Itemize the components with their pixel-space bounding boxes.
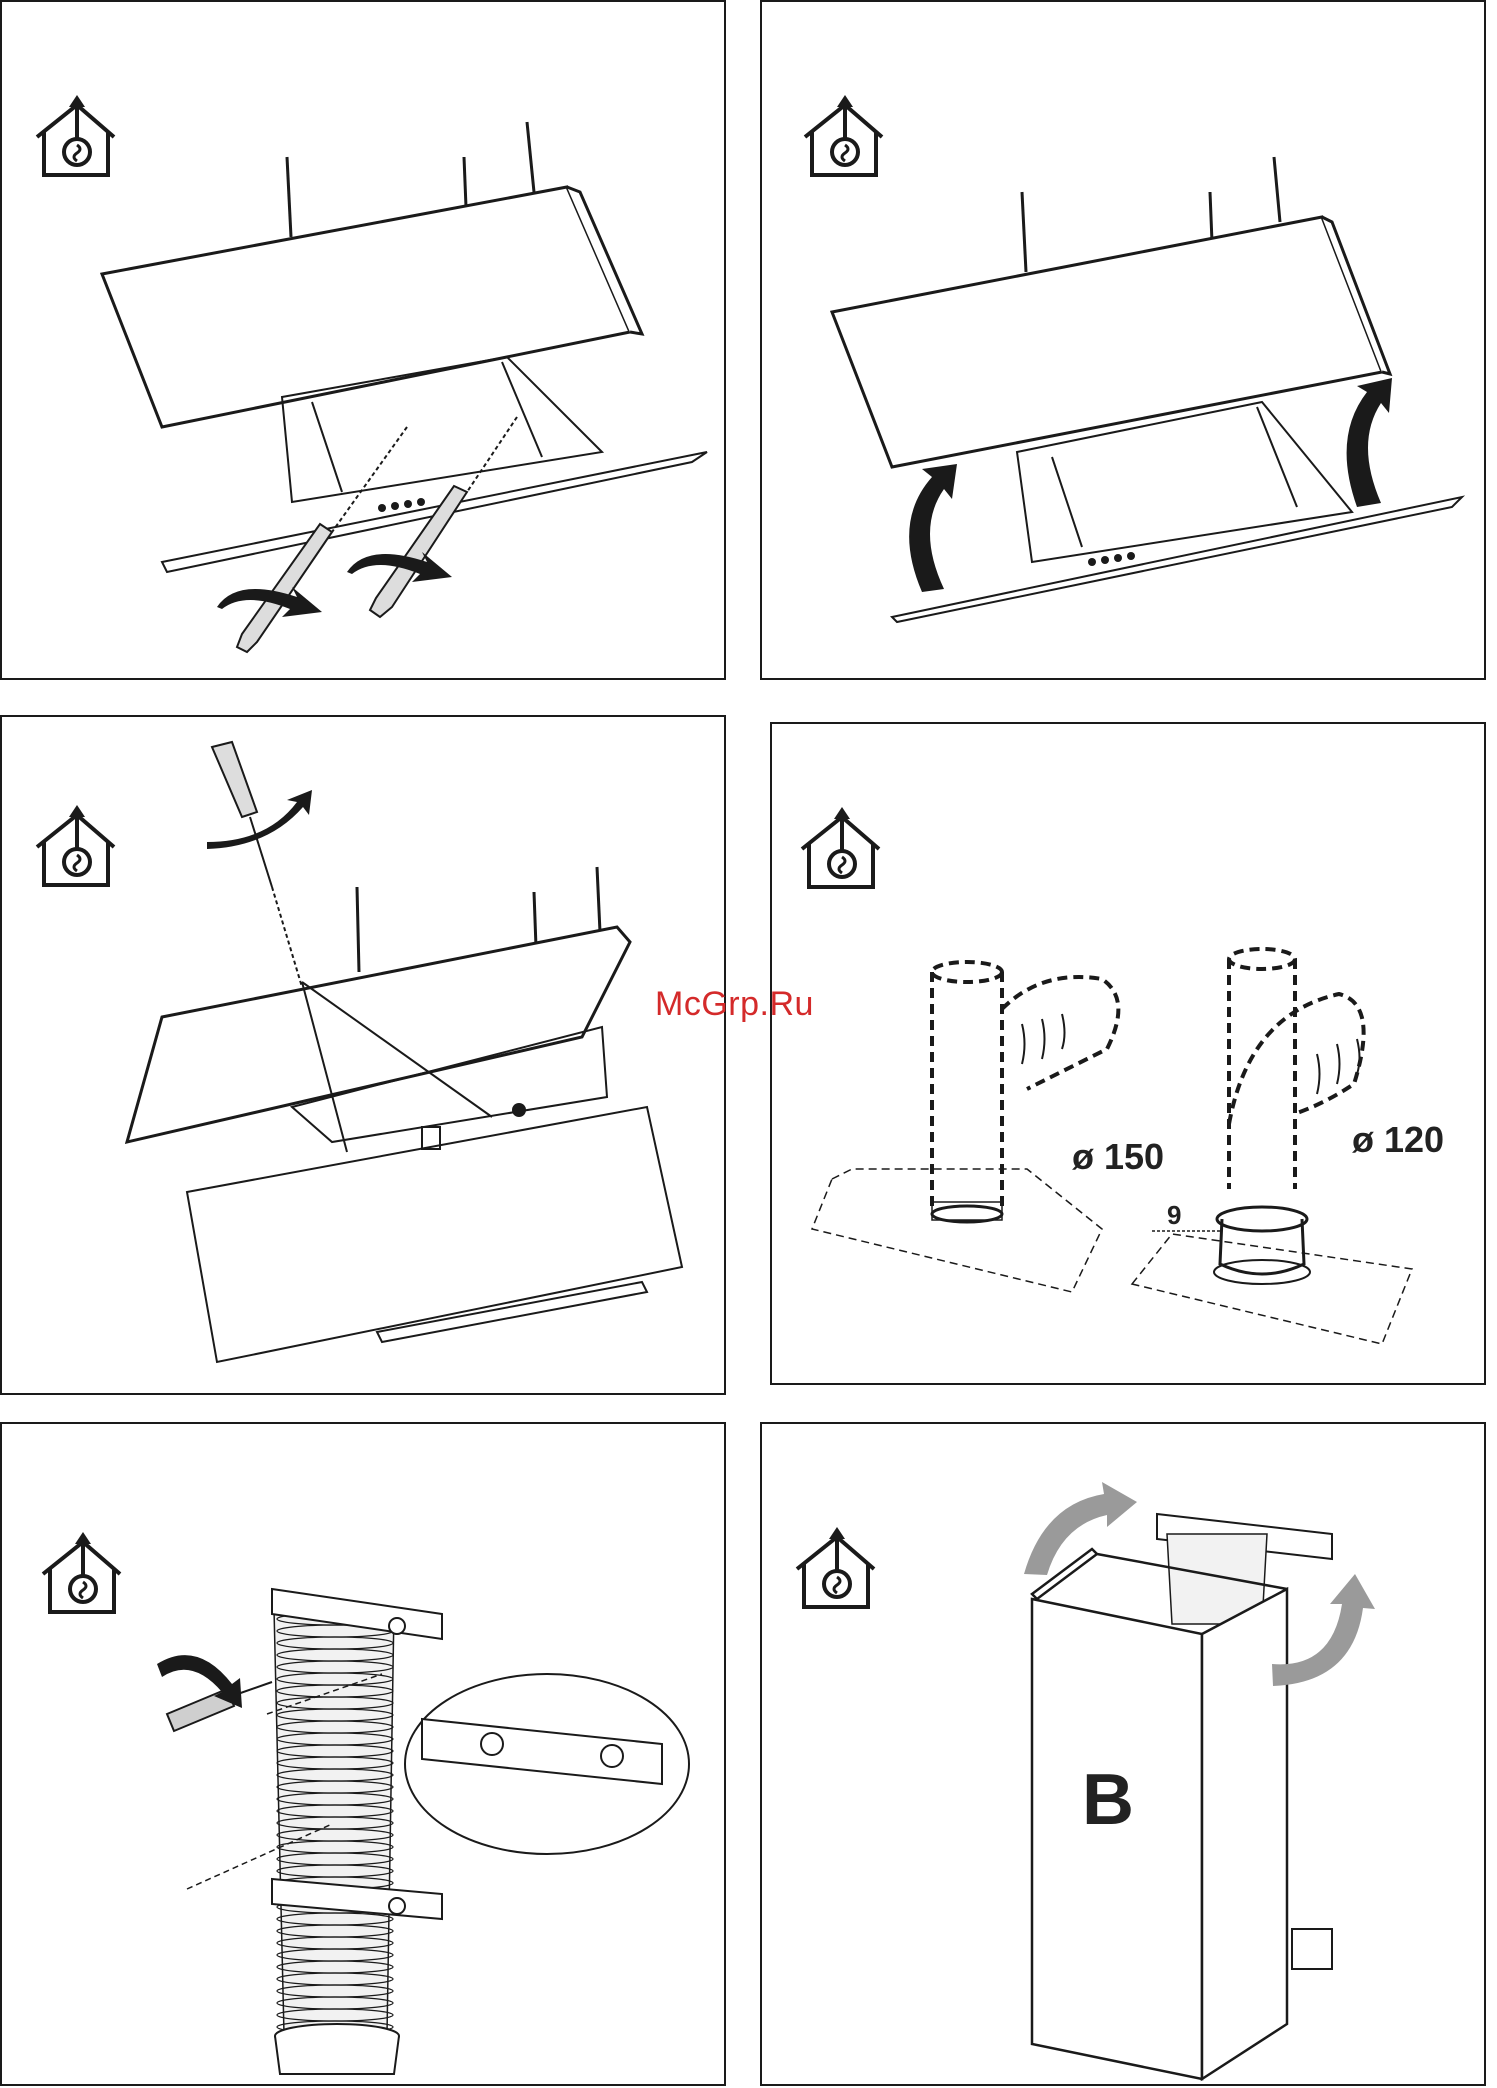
ducted-mode-icon bbox=[797, 1527, 874, 1607]
label-duct-150: ø 150 bbox=[1072, 1136, 1164, 1177]
duct-150 bbox=[812, 962, 1118, 1292]
panel-1-illustration bbox=[2, 2, 728, 682]
panel-3 bbox=[0, 715, 726, 1395]
label-duct-120: ø 120 bbox=[1352, 1119, 1444, 1160]
ducted-mode-icon bbox=[37, 805, 114, 885]
watermark: McGrp.Ru bbox=[655, 985, 814, 1024]
panel-2-illustration bbox=[762, 2, 1488, 682]
wall-bracket-bottom bbox=[1292, 1929, 1332, 1969]
panel-5 bbox=[0, 1422, 726, 2086]
lift-arrow-right-icon bbox=[1347, 378, 1392, 507]
panel-3-illustration bbox=[2, 717, 728, 1397]
panel-1 bbox=[0, 0, 726, 680]
label-part-number: 9 bbox=[1167, 1200, 1181, 1230]
panel-4: ø 150 ø 120 9 bbox=[770, 722, 1486, 1385]
ducted-mode-icon bbox=[37, 95, 114, 175]
lift-arrow-left-icon bbox=[909, 464, 957, 592]
hood-glass-panel bbox=[102, 187, 642, 427]
panel-6-illustration: B bbox=[762, 1424, 1488, 2088]
collar bbox=[275, 2024, 399, 2074]
panel-2 bbox=[760, 0, 1486, 680]
chimney-label-b: B bbox=[1082, 1760, 1134, 1840]
panel-6: B bbox=[760, 1422, 1486, 2086]
ducted-mode-icon bbox=[802, 807, 879, 887]
hood-glass-panel bbox=[832, 217, 1390, 467]
ducted-mode-icon bbox=[805, 95, 882, 175]
rotate-arrow-icon bbox=[207, 790, 312, 849]
screwdriver-left bbox=[237, 427, 407, 652]
hood-glass-panel bbox=[127, 927, 630, 1142]
detail-bracket-zoom bbox=[405, 1674, 689, 1854]
ducted-mode-icon bbox=[43, 1532, 120, 1612]
panel-5-illustration bbox=[2, 1424, 728, 2088]
screwdriver-top bbox=[212, 742, 302, 987]
panel-4-illustration: ø 150 ø 120 9 bbox=[772, 724, 1488, 1387]
screwdriver bbox=[167, 1682, 272, 1731]
screw-holes bbox=[1088, 552, 1135, 566]
chimney-cover bbox=[1032, 1549, 1287, 2079]
